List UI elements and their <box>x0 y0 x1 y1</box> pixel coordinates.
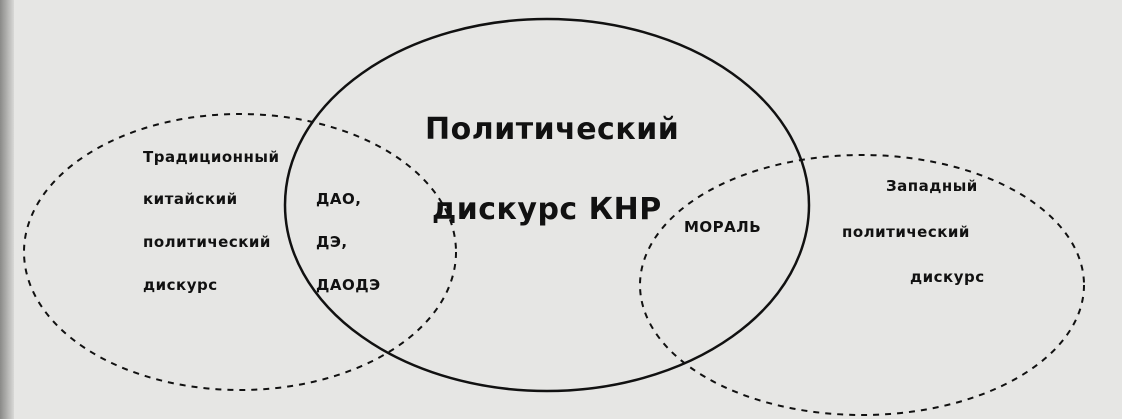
right-label-line3: дискурс <box>910 268 985 286</box>
left-label-line2: китайский <box>143 190 238 208</box>
overlap-right-label: МОРАЛЬ <box>684 218 762 236</box>
right-label-line1: Западный <box>886 177 978 195</box>
scan-edge <box>0 0 14 419</box>
left-dashed-ellipse <box>23 113 457 391</box>
left-label-line1: Традиционный <box>143 148 280 166</box>
overlap-left-line2: ДЭ, <box>316 233 348 251</box>
center-solid-ellipse <box>283 17 811 393</box>
right-label-line2: политический <box>842 223 970 241</box>
center-title-line2: дискурс КНР <box>432 192 662 227</box>
left-label-line3: политический <box>143 233 271 251</box>
overlap-left-line1: ДАО, <box>316 190 362 208</box>
overlap-left-line3: ДАОДЭ <box>316 276 381 294</box>
center-title-line1: Политический <box>425 112 680 147</box>
left-label-line4: дискурс <box>143 276 218 294</box>
right-dashed-ellipse <box>639 154 1085 416</box>
